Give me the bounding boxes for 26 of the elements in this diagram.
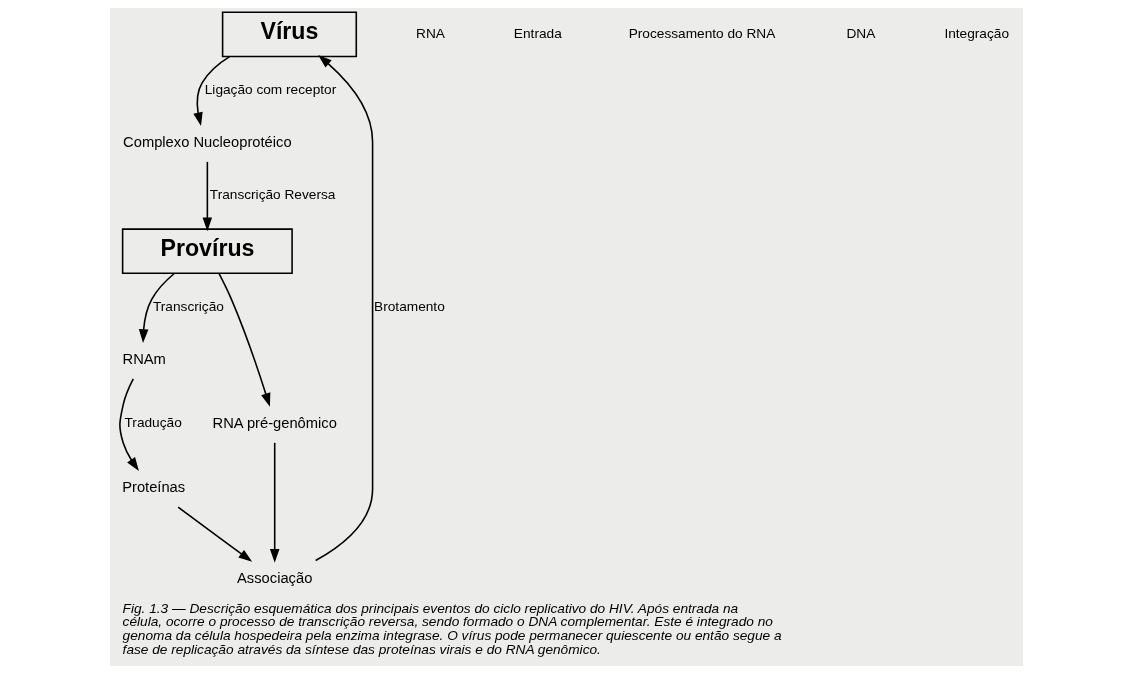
node-text: Complexo Nucleoprotéico	[122, 133, 292, 150]
node-box: Provírus	[121, 228, 293, 275]
edge-label: Tradução	[124, 415, 182, 431]
arrow	[176, 506, 252, 562]
arrow	[138, 272, 175, 343]
arrow	[217, 272, 270, 407]
label: Integração	[943, 26, 1009, 41]
edge-label: Transcrição Reversa	[209, 187, 335, 203]
node-text: RNA pré-genômico	[212, 414, 337, 431]
edge-label: Brotamento	[373, 298, 445, 314]
node-text: Proteínas	[121, 478, 185, 495]
arrow	[118, 378, 139, 471]
arrow	[202, 161, 212, 232]
label: Processamento do RNA	[628, 26, 775, 41]
node-text: Associação	[236, 570, 312, 587]
caption: Fig. 1.3 — Descrição esquemática dos principais eventos do ciclo replicativo do HIV. Após entrada na célula, ocorre o processo de transcrição reversa, sendo formado o DNA complementar. Este é integrado no genoma da célula hospedeira pela enzima integrase. O vírus pode permanecer quiescente ou então segue a fase de replicação através da síntese das proteínas virais e do RNA genômico.	[122, 600, 782, 657]
arrow	[269, 442, 279, 563]
edge-label: Ligação com receptor	[204, 81, 336, 97]
label: RNA	[415, 26, 445, 41]
node-text: RNAm	[122, 350, 166, 367]
node-box: Vírus	[221, 11, 357, 58]
arrow	[314, 55, 373, 562]
edge-label: Transcrição	[152, 298, 224, 314]
label: DNA	[845, 26, 875, 41]
arrow	[192, 55, 230, 127]
label: Entrada	[513, 26, 562, 41]
